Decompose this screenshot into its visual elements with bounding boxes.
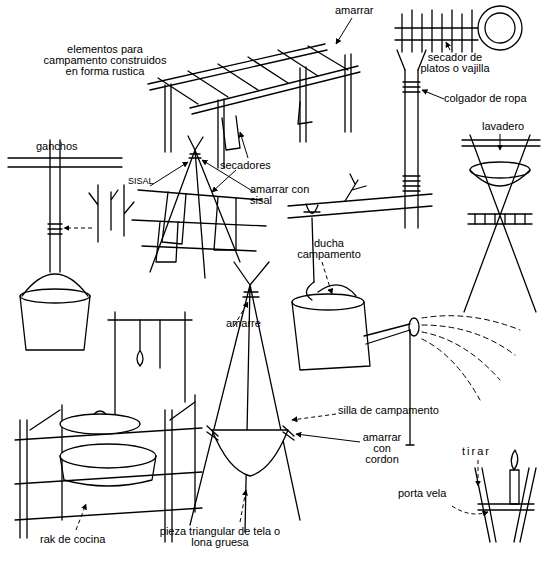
part-label: rak de cocina: [40, 534, 125, 545]
kitchen-rack: [15, 312, 202, 542]
part-label: tirar: [462, 446, 507, 457]
part-label: secadores: [220, 160, 282, 171]
part-label: amarre: [226, 318, 276, 329]
leader-arrows: [150, 18, 500, 442]
candle-holder: [475, 450, 536, 542]
part-label: ganchos: [36, 141, 96, 152]
sisal-drying-rack: [132, 136, 266, 278]
part-label: pieza triangular de tela o lona gruesa: [150, 526, 290, 548]
washstand: [462, 135, 540, 312]
part-label: amarrar: [335, 5, 385, 16]
part-label: amarrar con sisal: [250, 184, 312, 206]
water-spray: [422, 316, 520, 400]
dashed-leader-arrows: [64, 228, 488, 530]
part-label: ducha campamento: [296, 238, 362, 260]
part-label: SISAL: [128, 176, 168, 187]
part-label: colgador de ropa: [444, 93, 544, 104]
part-label: amarrar con cordon: [360, 432, 404, 465]
part-label: lavadero: [482, 121, 542, 132]
part-label: elementos para campamento construidos en…: [40, 44, 170, 77]
tripod-chair: [190, 262, 300, 532]
part-label: silla de campamento: [338, 405, 453, 416]
dish-dryer: [395, 6, 522, 52]
part-label: secador de platos o vajilla: [415, 52, 495, 74]
pergola: [148, 44, 360, 168]
part-label: porta vela: [398, 488, 463, 499]
clothes-hanger: [397, 50, 426, 228]
